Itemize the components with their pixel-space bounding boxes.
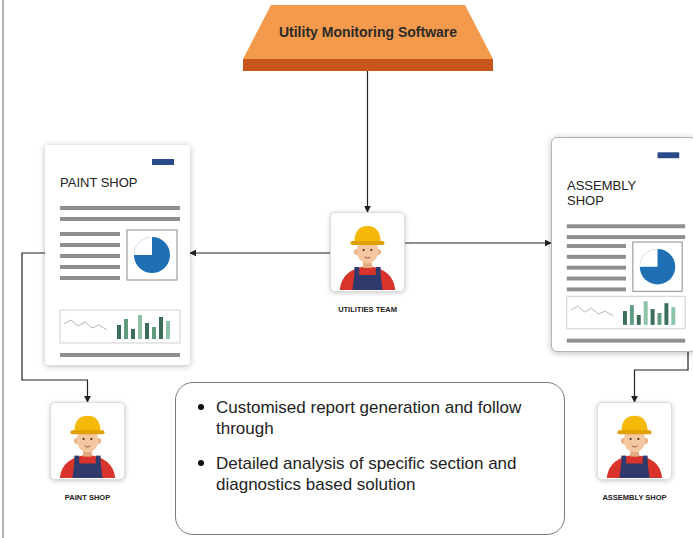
text-line [60, 232, 120, 236]
pie-frame [127, 230, 177, 280]
worker-mouth [632, 446, 638, 447]
bar [117, 325, 121, 339]
text-line [567, 266, 626, 270]
worker-eye [363, 249, 365, 251]
worker-overalls [352, 275, 382, 290]
role-label: UTILITIES TEAM [338, 305, 397, 314]
text-line [567, 255, 626, 259]
bar [664, 303, 668, 325]
report-logo [658, 152, 680, 158]
worker-mouth [365, 257, 371, 258]
shop-icon: PAINT SHOP [50, 402, 125, 480]
banner-base [243, 59, 493, 71]
chart-frame [567, 296, 685, 329]
note-box: Customised report generation and follow … [175, 382, 565, 535]
page-border [2, 0, 4, 538]
bar [166, 321, 170, 339]
bar [124, 319, 128, 339]
report-sheet: PAINT SHOP [45, 145, 190, 365]
flow-arrow [635, 352, 689, 402]
report-title: PAINT SHOP [60, 175, 180, 190]
team-icon: UTILITIES TEAM [330, 212, 405, 292]
hard-hat [621, 416, 647, 433]
text-line [60, 353, 180, 357]
bar [630, 305, 634, 325]
overall-strap [621, 456, 626, 466]
worker-eye [370, 249, 372, 251]
text-line [60, 276, 120, 280]
worker-eye [630, 438, 632, 440]
role-label: PAINT SHOP [65, 493, 110, 502]
bar [145, 323, 149, 339]
pie-slice [640, 249, 658, 267]
overall-strap [96, 456, 101, 466]
worker-eye [637, 438, 639, 440]
overall-strap [354, 267, 359, 277]
report-sheet: ASSEMBLY SHOP [551, 137, 693, 352]
bar [623, 311, 627, 325]
report-logo [152, 159, 174, 165]
bar [671, 307, 675, 325]
role-label: ASSEMBLY SHOP [602, 493, 666, 502]
worker-shirt [340, 266, 395, 290]
bullet-point: Detailed analysis of specific section an… [198, 453, 544, 495]
chart-frame [60, 310, 180, 343]
text-line [60, 265, 120, 269]
worker-eye [83, 438, 85, 440]
worker-figure [331, 213, 404, 291]
flow-arrow [367, 71, 368, 212]
bar [138, 315, 142, 339]
worker-overalls [72, 463, 102, 478]
bullet-point: Customised report generation and follow … [198, 397, 544, 439]
flow-arrow [190, 252, 330, 253]
banner-face [243, 5, 493, 59]
text-line [60, 243, 120, 247]
bar [152, 327, 156, 339]
report-title: ASSEMBLY SHOP [567, 178, 647, 208]
text-line [567, 339, 685, 343]
worker-figure [51, 403, 124, 479]
text-line [60, 254, 120, 258]
worker-figure [598, 403, 671, 479]
flow-arrow [405, 242, 551, 243]
worker-mouth [85, 446, 91, 447]
hard-hat [74, 416, 100, 433]
line-chart [571, 306, 613, 316]
pie-frame [633, 242, 682, 291]
text-line [567, 224, 685, 228]
worker-eye [90, 438, 92, 440]
overall-strap [376, 267, 381, 277]
hard-hat [354, 226, 380, 243]
bar [637, 315, 641, 325]
pie-chart [134, 237, 170, 273]
bar [651, 309, 655, 325]
text-line [567, 287, 626, 291]
shop-icon: ASSEMBLY SHOP [597, 402, 672, 480]
worker-overalls [619, 463, 649, 478]
report-graphics [552, 138, 693, 351]
worker-shirt [60, 455, 115, 478]
hat-brim [350, 241, 384, 245]
banner-title: Utility Monitoring Software [243, 5, 493, 58]
software-banner: Utility Monitoring Software [243, 5, 493, 71]
bar [644, 301, 648, 325]
bar [131, 329, 135, 339]
text-line [567, 244, 626, 248]
overall-strap [74, 456, 79, 466]
worker-shirt [607, 455, 662, 478]
pie-chart [640, 249, 676, 285]
bar [658, 313, 662, 325]
text-line [60, 206, 180, 210]
bar [159, 317, 163, 339]
overall-strap [643, 456, 648, 466]
text-line [567, 235, 685, 239]
pie-slice [134, 237, 152, 255]
text-line [60, 217, 180, 221]
text-line [567, 277, 626, 281]
hat-brim [617, 430, 651, 434]
line-chart [64, 320, 107, 330]
hat-brim [70, 430, 104, 434]
